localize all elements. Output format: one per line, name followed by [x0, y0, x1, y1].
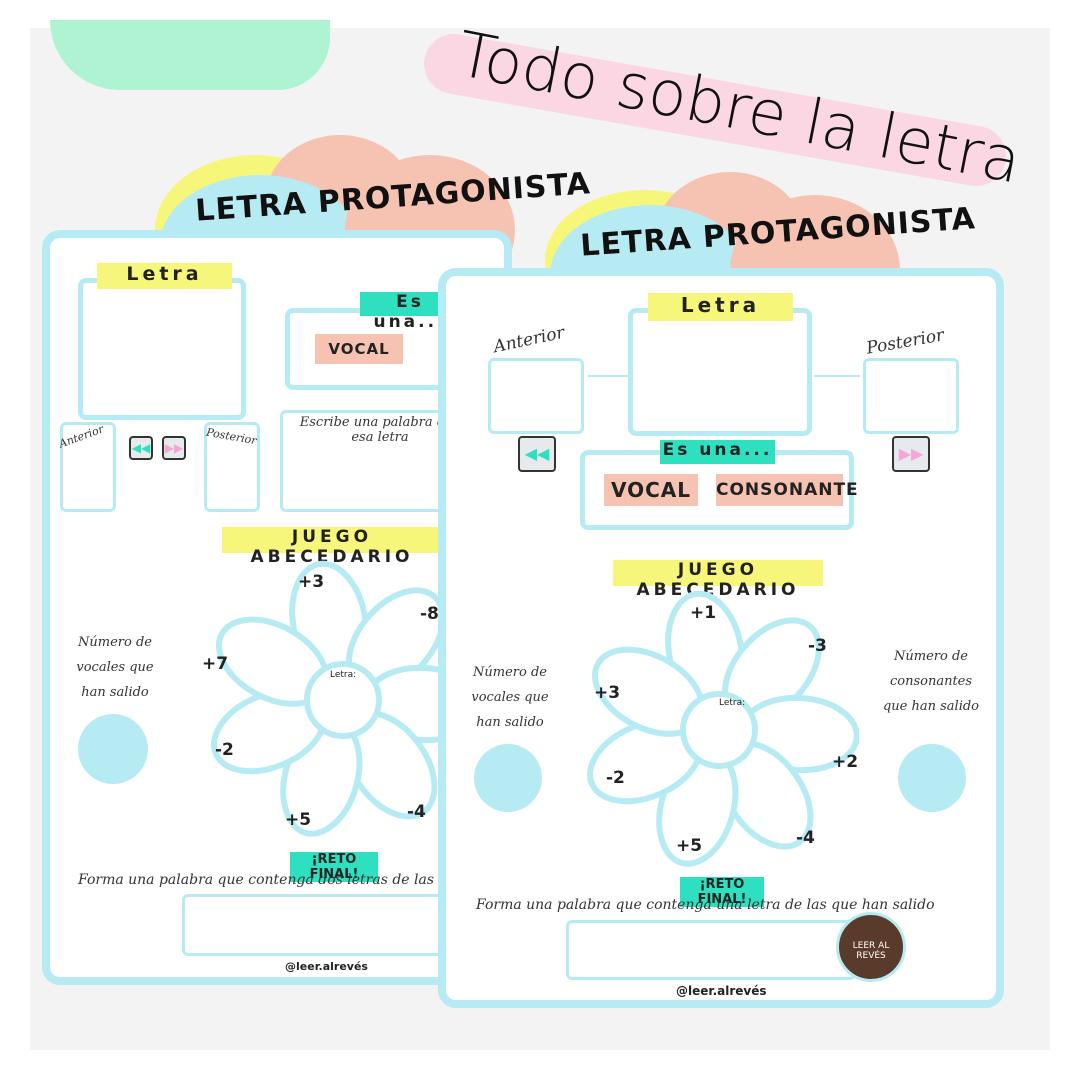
letra-label: Letra — [97, 263, 232, 289]
petal-value: +3 — [594, 683, 621, 703]
letra-label: Letra — [648, 293, 793, 321]
vocales-counter — [474, 744, 542, 812]
petal-value: +5 — [285, 810, 312, 830]
flower-center-label: Letra: — [330, 670, 357, 680]
juego-label: JUEGO ABECEDARIO — [613, 560, 823, 600]
escribe-text: Escribe una palabra con esa letra — [299, 415, 461, 445]
reto-final-label: ¡RETO FINAL! — [680, 877, 764, 907]
vocal-option[interactable]: VOCAL — [315, 334, 403, 364]
petal-value: -2 — [215, 740, 234, 760]
reto-final-label: ¡RETO FINAL! — [290, 852, 378, 882]
petal-value: -8 — [420, 604, 439, 624]
rewind-icon[interactable]: ◀◀ — [129, 436, 153, 460]
vocal-option[interactable]: VOCAL — [604, 474, 698, 506]
vocales-counter — [78, 714, 148, 784]
flower-center — [680, 691, 758, 769]
fast-forward-icon[interactable]: ▶▶ — [892, 436, 930, 472]
reto-text: Forma una palabra que contenga una letra… — [476, 897, 935, 913]
consonantes-label: Número de consonantes que han salido — [882, 649, 980, 714]
petal-value: -4 — [407, 802, 426, 822]
leer-al-reves-logo: LEER AL REVÉS — [836, 912, 906, 982]
petal-value: -4 — [796, 828, 815, 848]
petal-value: +2 — [832, 752, 859, 772]
instagram-handle: @leer.alrevés — [285, 960, 368, 973]
front-flower — [587, 590, 859, 867]
answer-box[interactable] — [566, 920, 856, 980]
consonante-option[interactable]: CONSONANTE — [716, 474, 858, 506]
reto-text: Forma una palabra que contenga dos letra… — [78, 872, 542, 888]
es-una-label: Es una... — [660, 440, 775, 464]
petal-value: +7 — [202, 654, 229, 674]
petal-value: +3 — [298, 572, 325, 592]
juego-label: JUEGO ABECEDARIO — [222, 527, 442, 567]
arrow-right — [814, 375, 860, 377]
petal-value: +1 — [690, 603, 717, 623]
vocales-label: Número de vocales que han salido — [76, 635, 154, 700]
arrow-left — [588, 375, 628, 377]
rewind-icon[interactable]: ◀◀ — [518, 436, 556, 472]
flower-center-label: Letra: — [719, 698, 746, 708]
consonantes-counter — [898, 744, 966, 812]
instagram-handle: @leer.alrevés — [676, 984, 767, 998]
vocales-label: Número de vocales que han salido — [471, 665, 549, 730]
fast-forward-icon[interactable]: ▶▶ — [162, 436, 186, 460]
answer-box[interactable] — [182, 894, 452, 956]
petal-value: -2 — [606, 768, 625, 788]
flower-center — [304, 661, 382, 739]
petal-value: +5 — [676, 836, 703, 856]
petal-value: -3 — [808, 636, 827, 656]
green-blob — [50, 20, 330, 90]
